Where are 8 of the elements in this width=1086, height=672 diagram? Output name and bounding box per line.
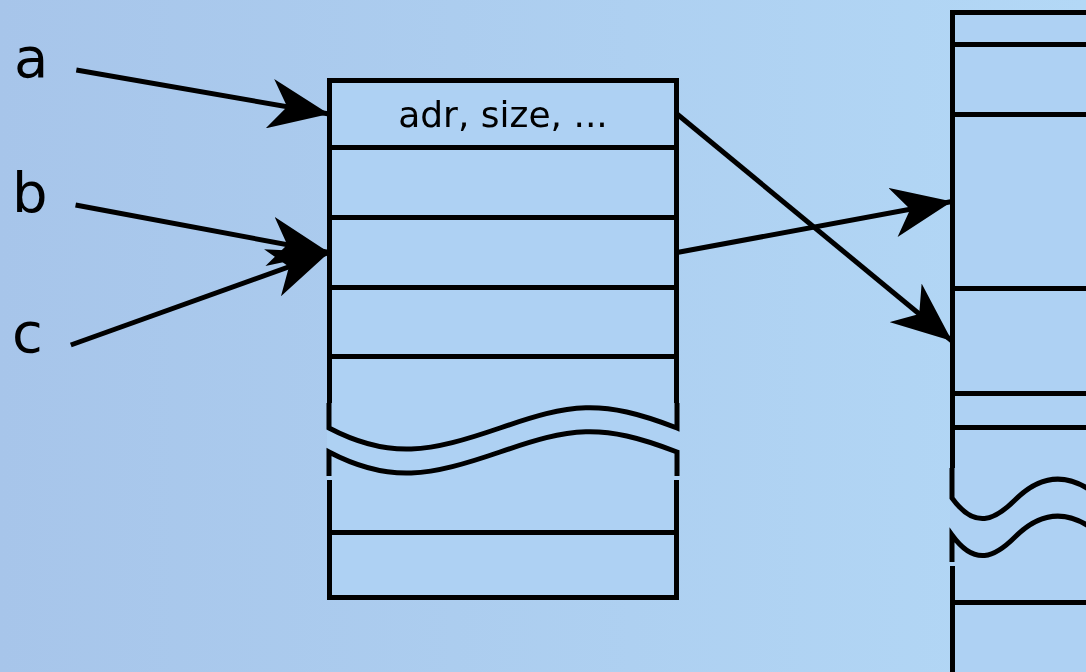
arrow (75, 202, 330, 266)
arrow (676, 187, 953, 255)
cell-text: adr, size, ... (398, 93, 608, 135)
arrow (69, 249, 330, 348)
variable-label: c (12, 305, 43, 365)
variable-label: b (12, 165, 48, 225)
arrow (75, 67, 330, 129)
variable-label: a (14, 30, 49, 90)
